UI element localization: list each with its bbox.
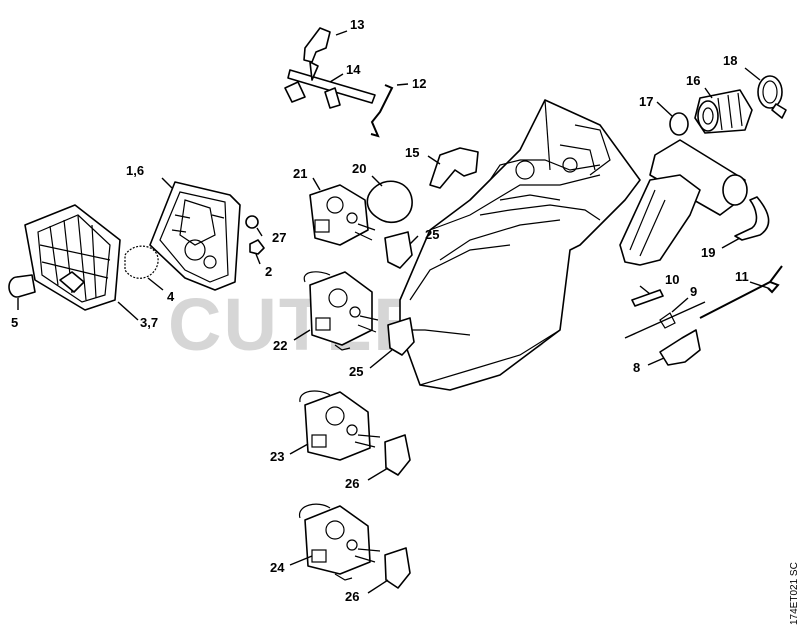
callout-25-lower: 25 <box>349 364 363 379</box>
handle-housing <box>399 99 641 391</box>
callout-19: 19 <box>701 245 715 260</box>
callout-3-7: 3,7 <box>140 315 158 330</box>
part-5 <box>8 274 36 298</box>
part-17 <box>669 112 689 136</box>
callout-14: 14 <box>346 62 361 77</box>
callout-26-lower: 26 <box>345 589 359 604</box>
callout-17: 17 <box>639 94 653 109</box>
callout-11: 11 <box>735 269 749 284</box>
callout-13: 13 <box>350 17 364 32</box>
part-8 <box>659 329 701 366</box>
part-25a <box>384 231 413 269</box>
part-18 <box>757 75 787 119</box>
callout-24: 24 <box>270 560 285 575</box>
callout-8: 8 <box>633 360 640 375</box>
part-12 <box>370 84 394 138</box>
callout-26-upper: 26 <box>345 476 359 491</box>
callout-20: 20 <box>352 161 366 176</box>
callout-9: 9 <box>690 284 697 299</box>
part-20 <box>366 180 413 224</box>
part-23 <box>299 390 381 461</box>
part-27 <box>245 215 259 229</box>
part-11 <box>699 265 783 319</box>
part-26b <box>384 547 411 589</box>
callout-15: 15 <box>405 145 419 160</box>
callout-23: 23 <box>270 449 284 464</box>
part-10 <box>631 289 664 307</box>
callout-10: 10 <box>665 272 679 287</box>
callout-22: 22 <box>273 338 287 353</box>
part-26a <box>384 434 411 476</box>
callout-2: 2 <box>265 264 272 279</box>
part-9 <box>659 312 676 329</box>
part-19 <box>734 196 770 241</box>
callout-12: 12 <box>412 76 426 91</box>
part-3-7-filter <box>24 204 121 311</box>
drawing-code: 174ET021 SC <box>789 562 800 625</box>
callout-5: 5 <box>11 315 18 330</box>
callout-21: 21 <box>293 166 307 181</box>
callout-16: 16 <box>686 73 700 88</box>
rear-handle <box>619 139 748 266</box>
part-16 <box>694 89 753 134</box>
part-1-6-cover <box>149 181 241 291</box>
callout-18: 18 <box>723 53 737 68</box>
callout-25-upper: 25 <box>425 227 439 242</box>
part-25b <box>387 317 415 356</box>
part-24 <box>299 503 381 581</box>
part-2 <box>249 239 265 255</box>
leader-lines <box>17 30 769 594</box>
callout-1-6: 1,6 <box>126 163 144 178</box>
part-14 <box>284 61 376 109</box>
part-22 <box>303 271 379 351</box>
part-13 <box>303 27 331 63</box>
part-21 <box>309 184 376 246</box>
part-15 <box>429 147 479 189</box>
part-4 <box>124 245 159 279</box>
callout-27: 27 <box>272 230 286 245</box>
callout-4: 4 <box>167 289 175 304</box>
